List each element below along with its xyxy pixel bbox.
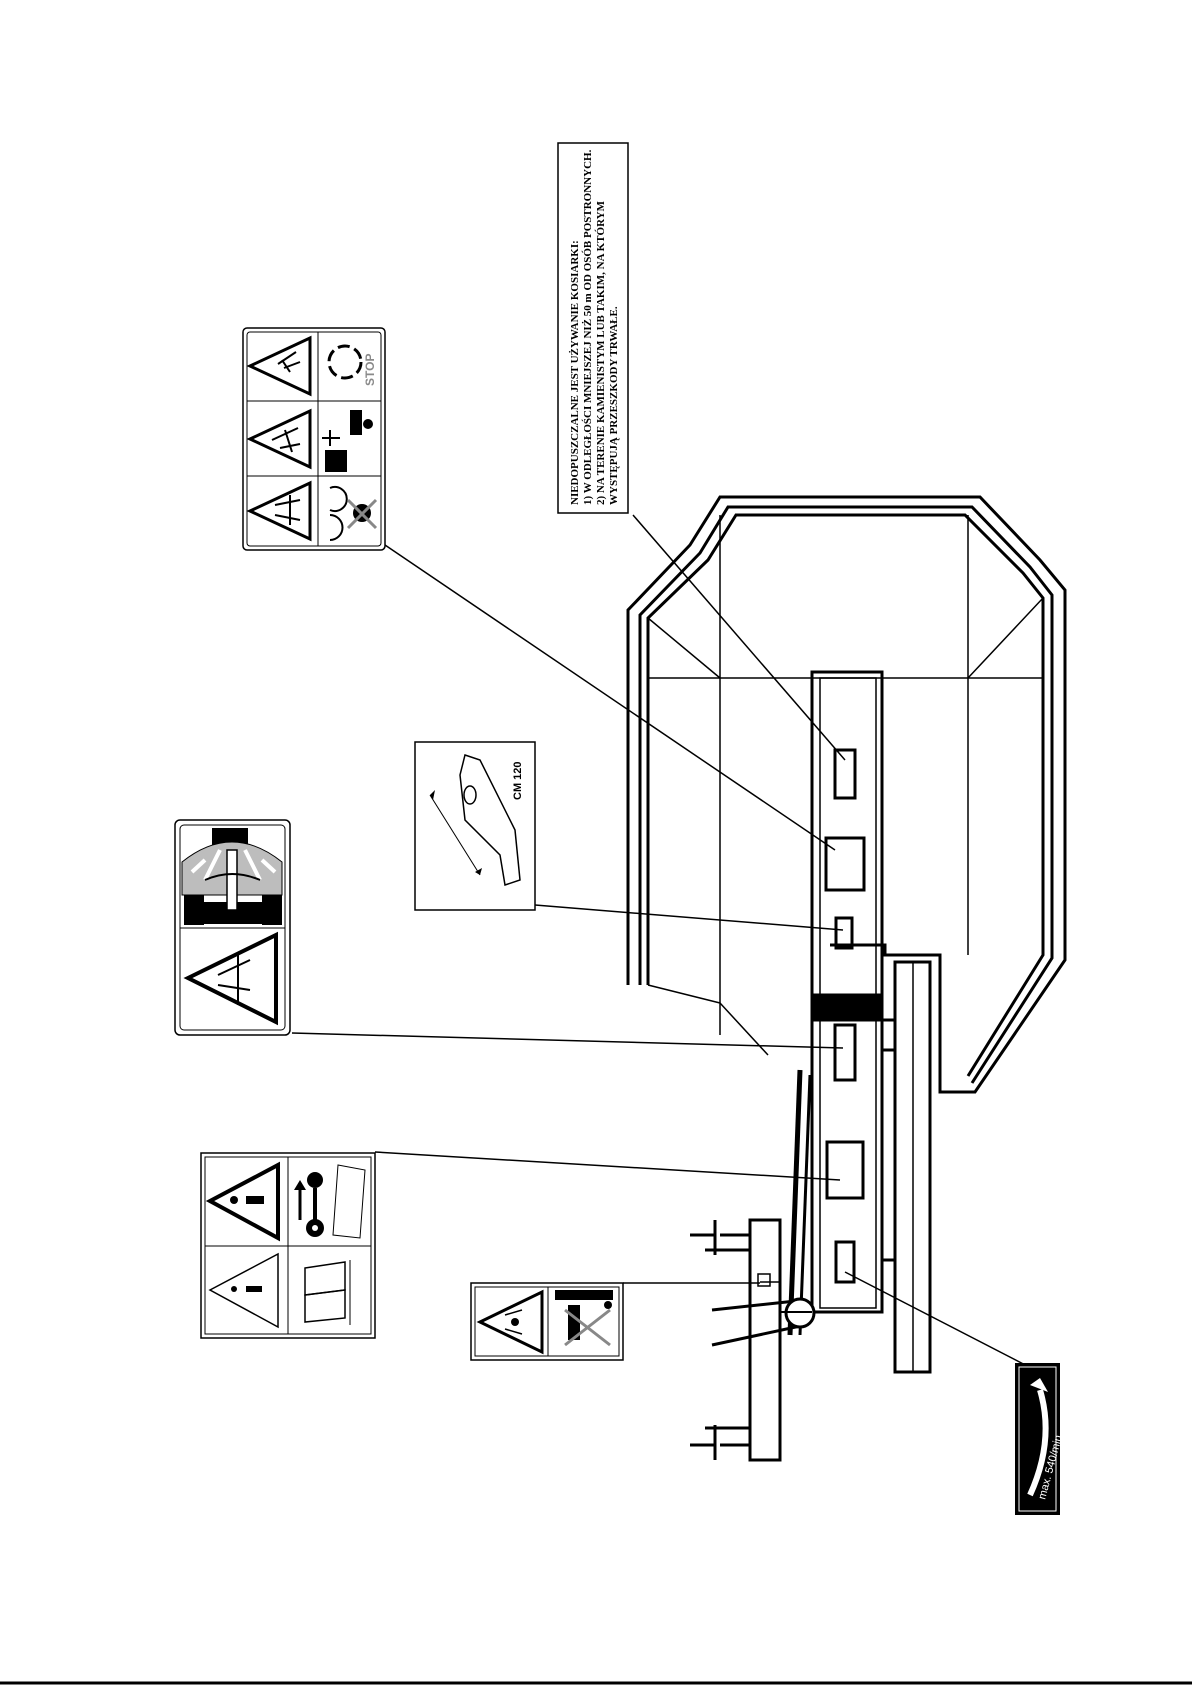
blade-model-label: CM 120	[512, 761, 524, 800]
hydraulic-decal	[471, 1283, 623, 1360]
crush-decal-marker	[835, 1025, 855, 1080]
blade-decal: CM 120	[415, 742, 535, 910]
leader-lines	[292, 515, 1035, 1370]
speed-decal: max. 540/min	[1015, 1363, 1065, 1515]
notice-line-2: 1) W ODLEGŁOŚCI MNIEJSZEJ NIŻ 50 m OD OS…	[582, 149, 594, 505]
mower-body	[628, 497, 1065, 1460]
stop-text: STOP	[363, 354, 377, 386]
warning-decal-marker	[827, 1142, 863, 1198]
warning-decal	[201, 1153, 375, 1338]
notice-line-3: 2) NA TERENIE KAMIENISTYM LUB TAKIM, NA …	[595, 200, 607, 505]
notice-line-1: NIEDOPUSZCZALNE JEST UŻYWANIE KOSIARKI:	[569, 240, 581, 505]
notice-line-4: WYSTĘPUJĄ PRZESZKODY TRWAŁE.	[608, 306, 620, 505]
notice-decal: NIEDOPUSZCZALNE JEST UŻYWANIE KOSIARKI: …	[558, 143, 628, 513]
pictogram-decal: STOP	[243, 328, 385, 550]
notice-decal-marker	[835, 750, 855, 798]
pictogram-decal-marker	[826, 838, 864, 890]
crush-hazard-decal	[175, 820, 290, 1035]
